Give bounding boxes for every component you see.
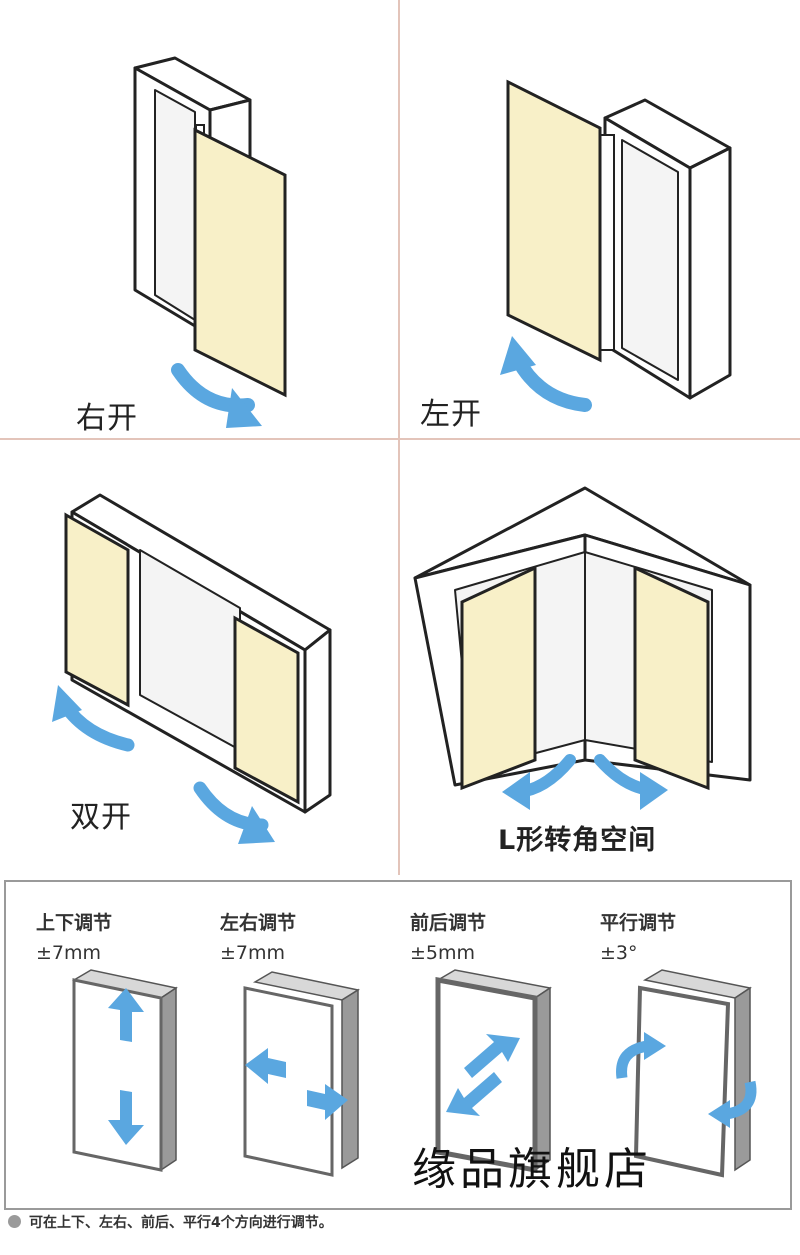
bullet-dot-icon [8,1215,21,1228]
footnote: 可在上下、左右、前后、平行4个方向进行调节。 [8,1212,333,1232]
adjustment-value: ±3° [600,942,638,964]
adjustment-value: ±7mm [36,942,102,964]
double-open-label: 双开 [70,800,132,835]
footnote-text: 可在上下、左右、前后、平行4个方向进行调节。 [29,1215,333,1231]
right-open-diagram: 右开 [0,0,398,438]
double-open-cabinet-illustration [52,493,332,844]
left-right-door-illustration [243,971,360,1177]
adjustment-up-down: 上下调节 ±7mm [36,882,226,1202]
adjustment-title: 上下调节 [36,912,113,934]
adjustment-panel: 上下调节 ±7mm 左右调节 ±7mm 前后调节 ±5mm [4,880,792,1210]
up-down-door-illustration [71,969,178,1172]
adjustment-value: ±7mm [220,942,286,964]
right-open-label: 右开 [76,401,138,436]
store-watermark: 缘品旗舰店 [412,1144,652,1195]
adjustment-title: 平行调节 [600,912,677,934]
adjustment-parallel: 平行调节 ±3° [600,882,790,1202]
left-open-label: 左开 [420,397,482,432]
left-open-cabinet-illustration [500,79,732,412]
adjustment-value: ±5mm [410,942,476,964]
l-corner-label: L形转角空间 [498,825,657,856]
parallel-door-illustration [616,969,757,1178]
adjustment-front-back: 前后调节 ±5mm [410,882,600,1202]
horizontal-divider [0,438,800,440]
l-corner-cabinet-illustration [413,486,752,810]
vertical-divider [398,0,400,875]
adjustment-title: 前后调节 [410,912,487,934]
adjustment-title: 左右调节 [220,912,297,934]
left-open-diagram: 左开 [400,0,800,438]
l-corner-diagram: L形转角空间 [400,440,800,875]
right-open-cabinet-illustration [133,56,287,428]
front-back-door-illustration [435,969,552,1174]
double-open-diagram: 双开 [0,440,398,875]
adjustment-left-right: 左右调节 ±7mm [220,882,410,1202]
